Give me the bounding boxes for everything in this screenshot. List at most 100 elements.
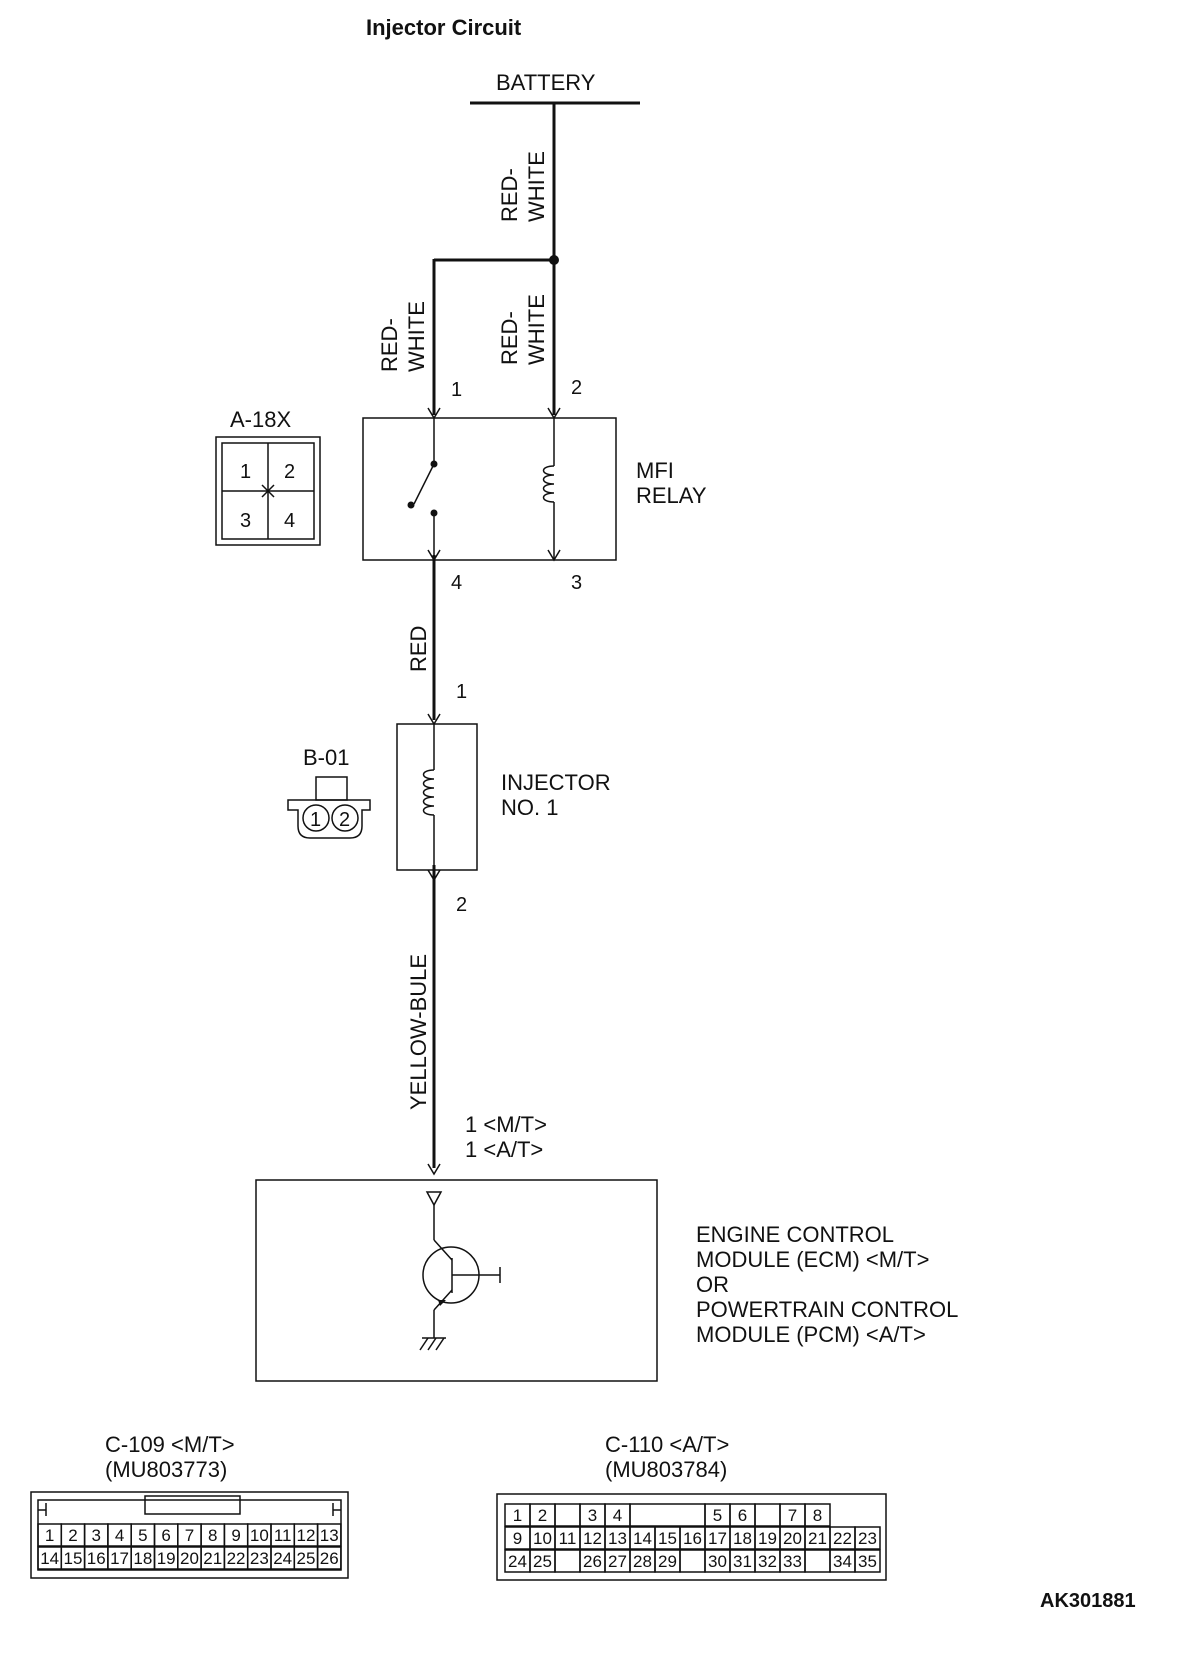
circuit-wires (432, 103, 559, 1168)
connector-pin-number: 33 (783, 1552, 802, 1571)
ecm-pin-mt: 1 <M/T> (465, 1112, 547, 1137)
wire-color-pin2-l2: WHITE (524, 294, 549, 365)
wire-color-pin1-l2: WHITE (404, 301, 429, 372)
connector-pin-number: 6 (738, 1506, 747, 1525)
wire-color-pin1-l1: RED- (377, 318, 402, 372)
relay-switch-symbol (407, 418, 438, 560)
connector-pin-number: 2 (538, 1506, 547, 1525)
connector-cell (804, 1503, 831, 1527)
connector-cell (854, 1549, 881, 1573)
connector-pin-number: 5 (138, 1526, 147, 1545)
connector-pin-number: 16 (87, 1549, 106, 1568)
connector-cell (316, 1546, 342, 1570)
connector-pin-number: 25 (296, 1549, 315, 1568)
injector-pin-2: 2 (456, 894, 467, 916)
ecm-box (255, 1179, 658, 1382)
connector-pin-number: 35 (858, 1552, 877, 1571)
connector-pin-number: 12 (296, 1526, 315, 1545)
mfi-relay-box (362, 417, 617, 561)
figure-code: AK301881 (1040, 1590, 1136, 1612)
connector-pin-number: 21 (203, 1549, 222, 1568)
connector-pin-number: 31 (733, 1552, 752, 1571)
connector-pin-number: 1 (45, 1526, 54, 1545)
connector-pin-number: 22 (833, 1529, 852, 1548)
injector-connector-face (287, 776, 371, 839)
connector-pin-number: 32 (758, 1552, 777, 1571)
connector-cell-empty (804, 1549, 831, 1573)
ecm-label-line: MODULE (ECM) <M/T> (696, 1247, 929, 1272)
connector-cell-empty (679, 1549, 706, 1573)
connector-pin-number: 7 (185, 1526, 194, 1545)
connector-pin-number: 14 (633, 1529, 652, 1548)
connector-pin-number: 2 (68, 1526, 77, 1545)
connector-pin-number: 9 (231, 1526, 240, 1545)
relay-connector-pin: 2 (284, 461, 295, 483)
relay-connector-face (215, 436, 321, 546)
injector-name-line2: NO. 1 (501, 795, 558, 820)
relay-pin-arrows (427, 407, 561, 562)
c110-part: (MU803784) (605, 1457, 727, 1482)
connector-pin-number: 26 (583, 1552, 602, 1571)
injector-connector-pin: 2 (339, 809, 350, 831)
relay-connector-pin: 4 (284, 510, 295, 532)
connector-pin-number: 15 (658, 1529, 677, 1548)
connector-pin-number: 24 (273, 1549, 292, 1568)
relay-name-line2: RELAY (636, 483, 707, 508)
connector-pin-number: 4 (115, 1526, 124, 1545)
connector-pin-number: 19 (157, 1549, 176, 1568)
connector-pin-number: 30 (708, 1552, 727, 1571)
c110-title: C-110 <A/T> (605, 1432, 729, 1457)
connector-pin-number: 17 (110, 1549, 129, 1568)
connector-pin-number: 23 (250, 1549, 269, 1568)
connector-pin-number: 29 (658, 1552, 677, 1571)
connector-pin-number: 11 (559, 1529, 577, 1548)
connector-pin-number: 25 (533, 1552, 552, 1571)
ecm-pin-at: 1 <A/T> (465, 1137, 543, 1162)
connector-pin-number: 16 (683, 1529, 702, 1548)
ecm-pin-arrow (427, 1163, 441, 1176)
connector-pin-number: 28 (633, 1552, 652, 1571)
relay-coil-symbol (542, 418, 555, 560)
connector-pin-number: 23 (858, 1529, 877, 1548)
connector-pin-number: 5 (713, 1506, 722, 1525)
diagram-title: Injector Circuit (366, 15, 522, 40)
connector-pin-number: 21 (808, 1529, 827, 1548)
connector-cell (854, 1526, 881, 1550)
connector-pin-number: 9 (513, 1529, 522, 1548)
connector-pin-number: 10 (250, 1526, 269, 1545)
wire-color-battery-l2: WHITE (524, 151, 549, 222)
connector-pin-number: 18 (733, 1529, 752, 1548)
relay-name-line1: MFI (636, 458, 674, 483)
connector-pin-number: 18 (133, 1549, 152, 1568)
relay-pin-4: 4 (451, 572, 462, 594)
relay-connector-pin: 1 (240, 461, 251, 483)
connector-pin-number: 4 (613, 1506, 622, 1525)
relay-connector-label: A-18X (230, 407, 291, 432)
connector-pin-number: 8 (813, 1506, 822, 1525)
connector-cell-empty (754, 1503, 781, 1527)
wire-color-pin2-l1: RED- (497, 311, 522, 365)
connector-pin-number: 19 (758, 1529, 777, 1548)
connector-pin-number: 20 (783, 1529, 802, 1548)
ecm-label-line: OR (696, 1272, 729, 1297)
injector-coil-symbol (422, 724, 435, 870)
wire-color-red: RED (406, 626, 431, 672)
injector-connector-label: B-01 (303, 745, 349, 770)
wire-color-yellow-blue: YELLOW-BULE (406, 954, 431, 1110)
connector-cell (316, 1523, 342, 1547)
ecm-transistor-symbol (419, 1191, 501, 1351)
wire-junction (549, 255, 559, 265)
connector-pin-number: 20 (180, 1549, 199, 1568)
connector-pin-number: 27 (608, 1552, 627, 1571)
connector-pin-number: 8 (208, 1526, 217, 1545)
connector-cell-empty (554, 1503, 581, 1527)
connector-cell-empty (554, 1549, 581, 1573)
connector-pin-number: 17 (708, 1529, 727, 1548)
injector-name-line1: INJECTOR (501, 770, 611, 795)
connector-pin-number: 1 (513, 1506, 522, 1525)
connector-pin-number: 22 (227, 1549, 246, 1568)
wire-color-battery-l1: RED- (497, 168, 522, 222)
ecm-label-line: MODULE (PCM) <A/T> (696, 1322, 926, 1347)
c109-part: (MU803773) (105, 1457, 227, 1482)
